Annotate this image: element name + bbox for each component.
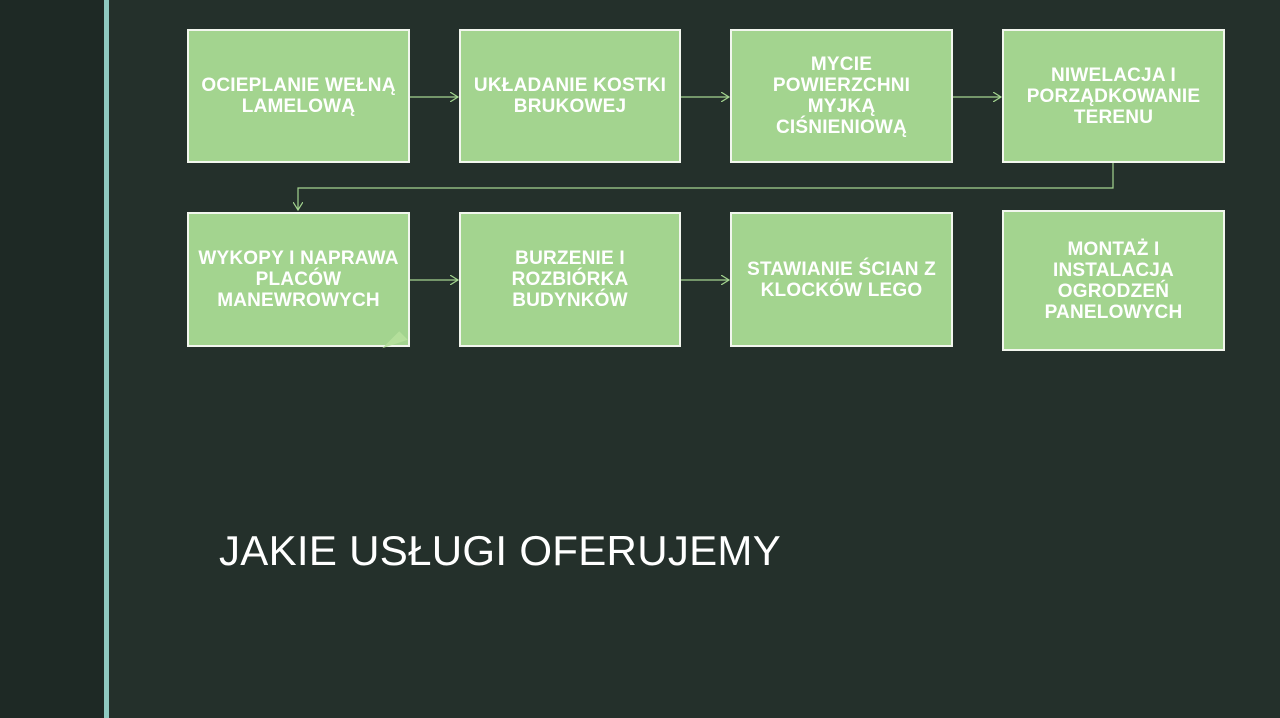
process-box-niwelacja: NIWELACJA I PORZĄDKOWANIE TERENU	[1002, 29, 1225, 163]
process-box-label: MONTAŻ I INSTALACJA OGRODZEŃ PANELOWYCH	[1044, 238, 1183, 323]
slide-title: JAKIE USŁUGI OFERUJEMY	[219, 527, 782, 574]
accent-line	[104, 0, 109, 718]
left-panel	[0, 0, 104, 718]
process-box-ocieplanie: OCIEPLANIE WEŁNĄ LAMELOWĄ	[187, 29, 410, 163]
process-box-label: STAWIANIE ŚCIAN Z KLOCKÓW LEGO	[747, 258, 936, 301]
process-box-mycie: MYCIE POWIERZCHNI MYJKĄ CIŚNIENIOWĄ	[730, 29, 953, 163]
process-box-label: BURZENIE I ROZBIÓRKA BUDYNKÓW	[511, 248, 629, 311]
process-box-wykopy: WYKOPY I NAPRAWA PLACÓW MANEWROWYCH	[187, 212, 410, 347]
process-box-label: MYCIE POWIERZCHNI MYJKĄ CIŚNIENIOWĄ	[772, 54, 911, 138]
process-box-montaz: MONTAŻ I INSTALACJA OGRODZEŃ PANELOWYCH	[1002, 210, 1225, 351]
process-box-label: OCIEPLANIE WEŁNĄ LAMELOWĄ	[201, 75, 396, 117]
process-box-label: UKŁADANIE KOSTKI BRUKOWEJ	[473, 75, 667, 117]
process-box-label: NIWELACJA I PORZĄDKOWANIE TERENU	[1026, 64, 1201, 128]
process-box-label: WYKOPY I NAPRAWA PLACÓW MANEWROWYCH	[198, 248, 399, 311]
process-box-burzenie: BURZENIE I ROZBIÓRKA BUDYNKÓW	[459, 212, 681, 347]
process-box-ukladanie: UKŁADANIE KOSTKI BRUKOWEJ	[459, 29, 681, 163]
connector-n4-n5	[298, 163, 1114, 210]
process-box-stawianie: STAWIANIE ŚCIAN Z KLOCKÓW LEGO	[730, 212, 953, 347]
